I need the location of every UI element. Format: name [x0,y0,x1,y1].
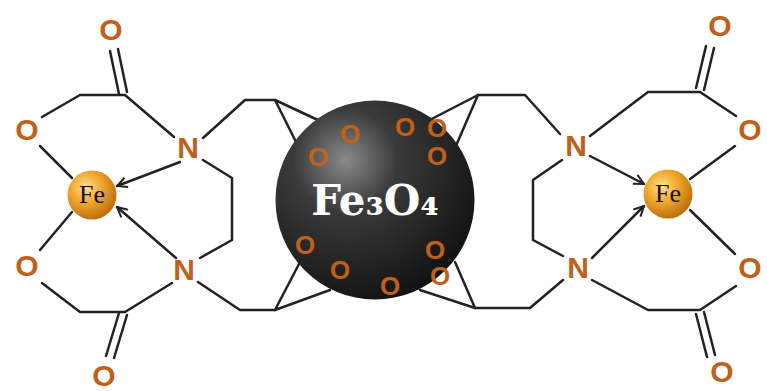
coordination-arrow [117,162,180,186]
sphere-fill [68,171,117,220]
bond [533,160,563,256]
sphere-fill [276,101,475,300]
atom-label: O [738,253,761,283]
iron-atom-sphere: Fe [67,170,117,220]
atom-label: O [430,263,450,289]
atom-label: O [427,115,447,141]
double-bond [696,314,707,357]
bond [198,282,275,310]
double-bond [696,46,706,88]
coordination-arrow [592,206,644,258]
atom-label: N [173,255,195,285]
atom-label: N [567,253,589,283]
element-label: Fe [655,179,681,209]
element-label: Fe [79,180,105,210]
bond [592,280,736,310]
atom-label: O [708,11,731,41]
atom-label: O [92,361,115,391]
atom-label: O [738,115,761,145]
bond [40,212,72,250]
atom-label: N [177,133,199,163]
bond [690,210,735,254]
bond [690,146,735,179]
coordination-arrow [590,156,644,184]
atom-label: O [427,143,447,169]
double-bond [704,48,714,90]
atom-label: O [340,121,360,147]
bond [478,95,560,134]
coordination-arrow [117,207,176,258]
sphere-fill [644,170,693,219]
atom-label: O [330,257,350,283]
bond [590,92,736,136]
bond [203,100,275,138]
atom-label: O [99,15,122,45]
bond [475,280,563,308]
bond [125,95,174,137]
double-bond [110,51,119,94]
bond [42,283,125,312]
formula-label: Fe₃O₄ [311,176,439,225]
atom-label: O [295,232,315,258]
atom-label: O [308,144,328,170]
atom-label: O [395,114,415,140]
atom-label: O [380,273,400,299]
atom-label: O [425,237,445,263]
bond [125,283,172,312]
atom-label: O [15,115,38,145]
bond [40,146,72,178]
bond [200,160,232,258]
atom-label: N [565,131,587,161]
bond [42,95,125,117]
atom-label: O [710,357,733,387]
double-bond [118,49,127,92]
double-bond [106,313,119,356]
atom-label: O [15,251,38,281]
iron-atom-sphere: Fe [643,169,693,219]
